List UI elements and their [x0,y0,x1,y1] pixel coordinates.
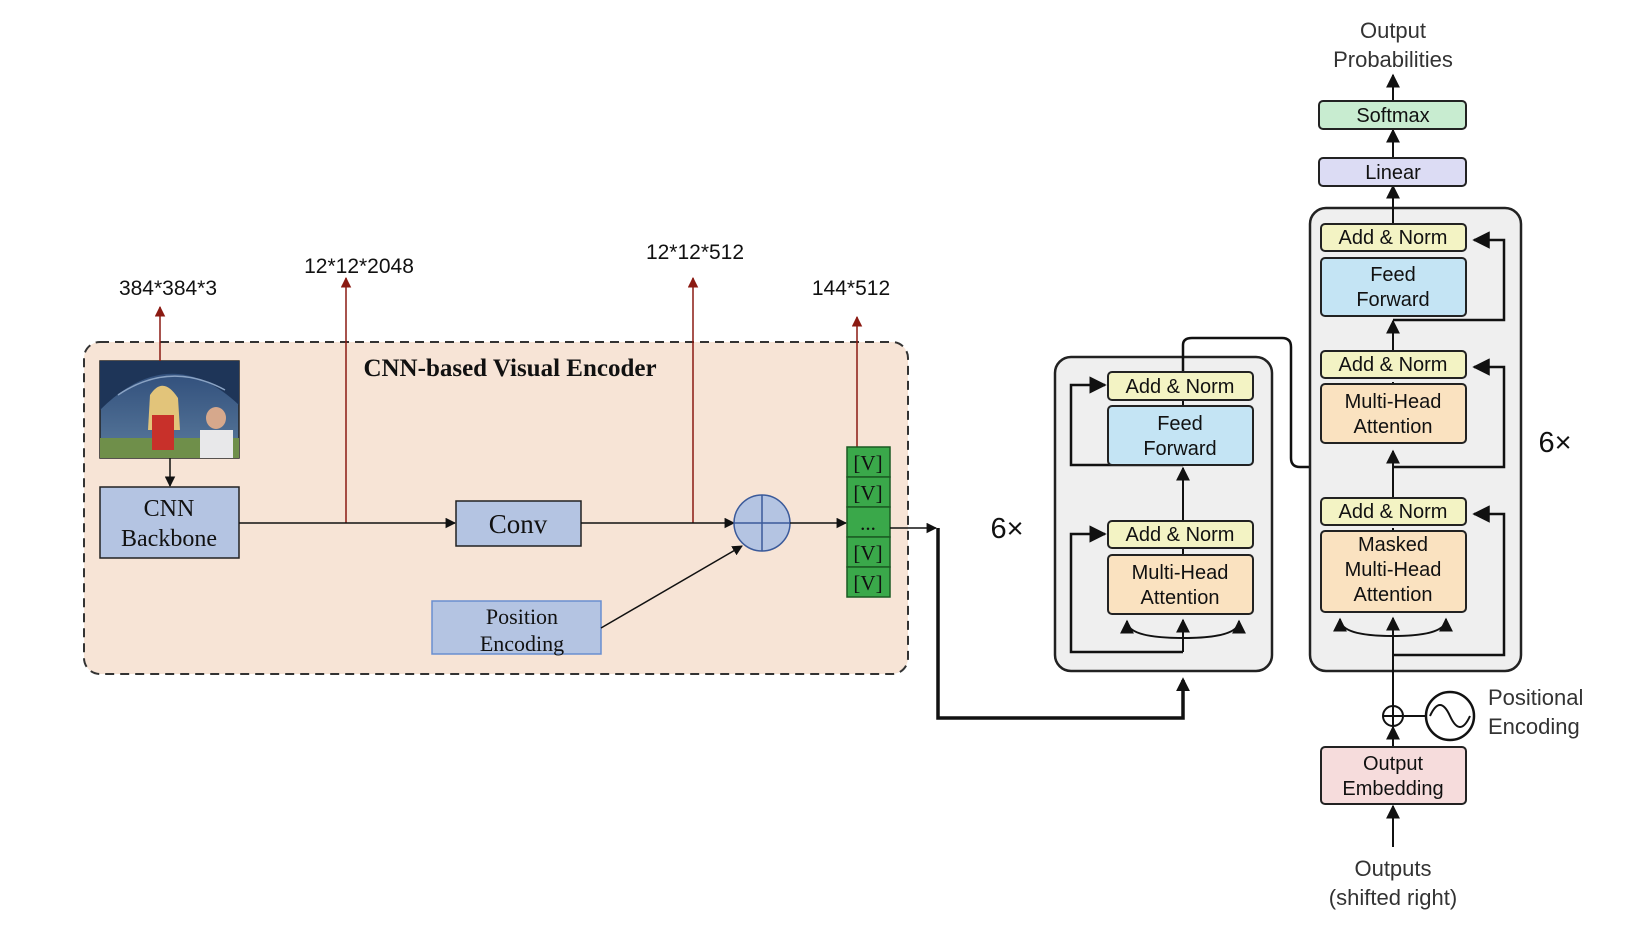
decoder-masked-attention: Masked Multi-Head Attention [1320,530,1467,613]
softmax-block: Softmax [1318,100,1467,130]
svg-text:Multi-Head: Multi-Head [1132,562,1229,584]
svg-text:Forward: Forward [1356,289,1429,311]
encoder-feed-forward: Feed Forward [1107,405,1254,466]
svg-text:Multi-Head: Multi-Head [1345,559,1442,581]
outputs-label: Outputs [1354,856,1431,881]
svg-text:Add & Norm: Add & Norm [1126,376,1235,398]
svg-text:Output: Output [1363,753,1423,775]
decoder-add-norm-1: Add & Norm [1320,223,1467,252]
decoder-add-norm-2: Add & Norm [1320,350,1467,379]
svg-text:Position: Position [486,604,558,629]
svg-text:Embedding: Embedding [1342,778,1443,800]
svg-text:Feed: Feed [1157,413,1203,435]
svg-text:Linear: Linear [1365,162,1421,184]
svg-text:Forward: Forward [1143,438,1216,460]
visual-token-ellipsis: ... [846,506,891,538]
svg-text:[V]: [V] [853,481,882,505]
cnn-backbone: CNN Backbone [99,486,240,559]
positional-encoding-label: Encoding [1488,714,1580,739]
output-embedding-block: Output Embedding [1320,746,1467,805]
visual-token: [V] [846,536,891,568]
encoder-to-transformer-connector [890,522,1190,720]
encoder-title: CNN-based Visual Encoder [363,355,656,382]
svg-text:Add & Norm: Add & Norm [1339,501,1448,523]
svg-text:Add & Norm: Add & Norm [1339,354,1448,376]
svg-text:Attention: Attention [1354,584,1433,606]
sine-wave-icon [1424,690,1476,742]
positional-add-operator [1382,705,1404,727]
conv-block: Conv [455,500,582,547]
transformer-decoder: 6× Output Probabilities Softmax Linear [1308,18,1583,910]
svg-text:Attention: Attention [1141,587,1220,609]
svg-text:Attention: Attention [1354,416,1433,438]
svg-text:Softmax: Softmax [1356,105,1429,127]
visual-encoder: CNN-based Visual Encoder 384*384*3 12*12… [83,241,909,675]
svg-text:Conv: Conv [489,509,548,539]
encoder-repeat-label: 6× [990,513,1023,545]
decoder-feed-forward: Feed Forward [1320,257,1467,317]
encoder-multi-head-attention: Multi-Head Attention [1107,554,1254,615]
linear-block: Linear [1318,157,1467,187]
visual-token: [V] [846,566,891,598]
svg-text:Feed: Feed [1370,264,1416,286]
visual-token: [V] [846,446,891,478]
dim-label-backbone: 12*12*2048 [304,255,414,278]
position-encoding-block: Position Encoding [431,600,602,656]
encoder-add-norm-bottom: Add & Norm [1107,520,1254,549]
input-image [99,360,240,459]
positional-encoding-label: Positional [1488,685,1583,710]
transformer-encoder: 6× Add & Norm Feed Forward Add & Norm [990,336,1409,673]
decoder-add-norm-3: Add & Norm [1320,497,1467,526]
outputs-label: (shifted right) [1329,885,1457,910]
svg-text:Add & Norm: Add & Norm [1339,227,1448,249]
svg-text:Encoding: Encoding [480,631,564,656]
decoder-repeat-label: 6× [1538,427,1571,459]
encoder-add-norm-top: Add & Norm [1107,371,1254,401]
dim-label-tokens: 144*512 [812,277,890,300]
svg-text:Multi-Head: Multi-Head [1345,391,1442,413]
svg-text:Backbone: Backbone [121,526,217,552]
svg-text:Masked: Masked [1358,534,1428,556]
svg-text:...: ... [860,511,876,535]
visual-token-stack: [V] [V] ... [V] [V] [846,446,891,598]
svg-text:[V]: [V] [853,451,882,475]
output-probabilities-label: Output [1360,18,1426,43]
svg-text:Add & Norm: Add & Norm [1126,524,1235,546]
svg-text:[V]: [V] [853,571,882,595]
svg-text:[V]: [V] [853,541,882,565]
visual-token: [V] [846,476,891,508]
svg-text:CNN: CNN [144,496,195,522]
decoder-cross-attention: Multi-Head Attention [1320,383,1467,444]
dim-label-input: 384*384*3 [119,277,217,300]
dim-label-conv: 12*12*512 [646,241,744,264]
add-operator [733,494,791,552]
output-probabilities-label: Probabilities [1333,47,1453,72]
